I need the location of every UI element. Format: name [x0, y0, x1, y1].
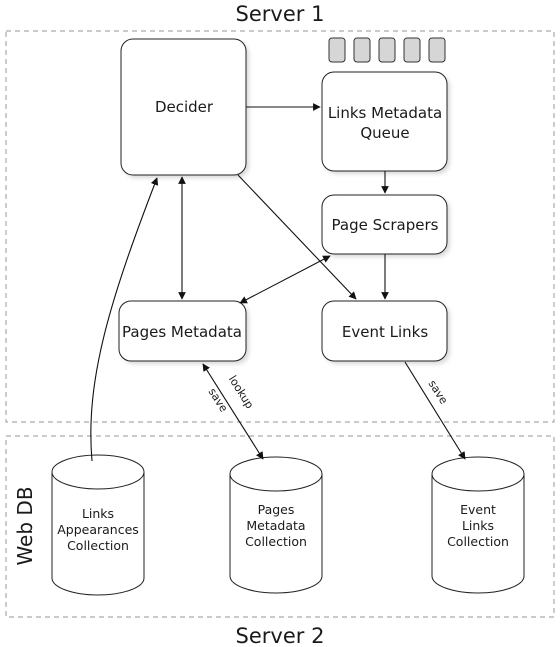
- eventlinks-to-db-edge: [404, 361, 466, 460]
- server1-title: Server 1: [236, 2, 325, 26]
- decider-to-eventlinks-edge: [237, 174, 357, 300]
- event-db-line2: Links: [462, 518, 494, 533]
- pagesmetadata-db-edge: [202, 363, 264, 460]
- pages-metadata-node: Pages Metadata: [118, 300, 247, 362]
- links-db-line2: Appearances: [57, 522, 139, 537]
- links-db-line3: Collection: [67, 538, 129, 553]
- pages-metadata-db: Pages Metadata Collection: [229, 456, 323, 594]
- decider-node: Decider: [120, 38, 247, 176]
- queue-item: [403, 37, 421, 63]
- lookup-label: lookup: [226, 373, 256, 411]
- page-scrapers-label: Page Scrapers: [332, 216, 439, 234]
- event-links-label: Event Links: [342, 323, 428, 341]
- pages-db-line1: Pages: [258, 502, 295, 517]
- scrapers-pagesmetadata-edge: [239, 255, 331, 304]
- queue-item: [353, 37, 371, 63]
- links-queue-label-line1: Links Metadata: [328, 104, 442, 122]
- pages-db-line3: Collection: [245, 534, 307, 549]
- event-links-db: Event Links Collection: [431, 456, 525, 594]
- event-links-node: Event Links: [321, 300, 448, 362]
- webdb-zone: [5, 435, 555, 618]
- queue-item: [378, 37, 396, 63]
- links-appearances-db: Links Appearances Collection: [51, 454, 145, 596]
- event-db-line3: Collection: [447, 534, 509, 549]
- save-pages-label: save: [206, 386, 231, 415]
- page-scrapers-node: Page Scrapers: [321, 194, 448, 255]
- queue-item: [428, 37, 446, 63]
- server1-zone: [5, 30, 555, 423]
- server2-title: Server 2: [236, 624, 325, 647]
- pages-db-line2: Metadata: [246, 518, 305, 533]
- links-queue-label-line2: Queue: [360, 124, 409, 142]
- pages-metadata-label: Pages Metadata: [122, 323, 242, 341]
- links-db-line1: Links: [82, 506, 114, 521]
- queue-items: [328, 37, 446, 63]
- linksdb-to-decider-edge: [90, 177, 159, 462]
- links-metadata-queue-node: Links Metadata Queue: [321, 71, 448, 172]
- queue-item: [328, 37, 346, 63]
- event-db-line1: Event: [460, 502, 496, 517]
- decider-label: Decider: [155, 98, 214, 116]
- webdb-title: Web DB: [13, 486, 37, 565]
